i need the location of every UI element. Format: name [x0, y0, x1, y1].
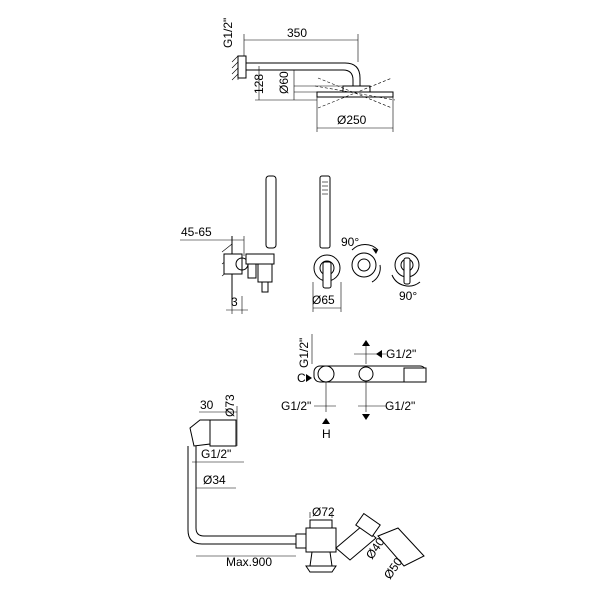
- arm-drop-label: 128: [252, 74, 266, 94]
- spout: [189, 419, 211, 447]
- rotation-views: 90° 90°: [341, 235, 421, 303]
- arm-thread-label: G1/2": [221, 18, 235, 48]
- shower-head: [316, 91, 394, 98]
- max-length-label: Max.900: [226, 555, 272, 569]
- outlet-bottom-left-label: G1/2": [281, 399, 311, 413]
- head-joint-label: Ø60: [277, 71, 291, 94]
- offset-label: 3: [231, 295, 238, 309]
- spray-grid: [322, 181, 328, 195]
- hand-shower-front-view: Ø65: [312, 175, 342, 312]
- trap-cap: [355, 512, 381, 538]
- trap-pipe: [335, 525, 377, 561]
- overflow-cap: [309, 519, 333, 529]
- head-joint: [342, 85, 371, 93]
- outlet-bottom-right-label: G1/2": [385, 399, 415, 413]
- holder: [245, 253, 275, 265]
- hot-label: H: [322, 427, 331, 441]
- bath-filler-view: 30 Ø73 G1/2" Ø34 Max.900 Ø72 Ø40 Ø50: [187, 394, 425, 582]
- arm-pipe-bottom: [246, 69, 354, 88]
- rotation-top-label: 90°: [341, 235, 359, 249]
- overflow-label: Ø72: [312, 505, 335, 519]
- wall-hatch: [231, 55, 239, 81]
- mixer-outlet: [403, 367, 427, 383]
- waste-base: [305, 565, 337, 573]
- pipe-outer: [187, 446, 300, 545]
- rotation-plate-a: [351, 252, 377, 278]
- pipe-connector: [295, 533, 307, 549]
- lever: [247, 263, 257, 279]
- filler-depth-label: 30: [200, 398, 214, 412]
- outlet-stub: [261, 281, 269, 293]
- rotation-arc-a: [351, 244, 379, 251]
- wall-flange: [237, 55, 247, 79]
- hot-arrow: [322, 418, 330, 424]
- trap-outlet: [377, 527, 425, 567]
- outlet: [257, 263, 273, 283]
- pipe-inner: [195, 446, 300, 537]
- waste-body: [309, 551, 333, 567]
- shower-arm-view: 350 G1/2" 128 Ø60 Ø250: [221, 18, 396, 132]
- head-diameter-label: Ø250: [337, 113, 367, 127]
- arm-pipe-top: [246, 62, 361, 88]
- arm-length-label: 350: [287, 26, 307, 40]
- mixer-inlet-left: [317, 365, 335, 383]
- cold-label: C: [297, 371, 306, 385]
- rotation-bottom-label: 90°: [399, 289, 417, 303]
- handset-front: [319, 175, 331, 249]
- rosette-label: Ø73: [223, 394, 237, 417]
- rotation-lever: [403, 257, 411, 285]
- valve-body: [223, 253, 243, 275]
- front-lever: [322, 261, 332, 289]
- depth-range-label: 45-65: [181, 225, 212, 239]
- inlet-top-right-label: G1/2": [386, 347, 416, 361]
- plate-label: Ø65: [312, 293, 335, 307]
- overflow-body: [305, 527, 337, 553]
- mixer-view: G1/2" G1/2" C G1/2" G1/2" H: [281, 334, 427, 441]
- hand-shower-side-view: 45-65 3: [180, 175, 277, 314]
- inlet-top-left-label: G1/2": [297, 338, 311, 368]
- filler-rosette: [209, 419, 237, 447]
- pipe-diameter-label: Ø34: [203, 473, 226, 487]
- handset-side: [265, 175, 277, 249]
- mixer-center: [358, 366, 374, 382]
- filler-thread-label: G1/2": [201, 447, 231, 461]
